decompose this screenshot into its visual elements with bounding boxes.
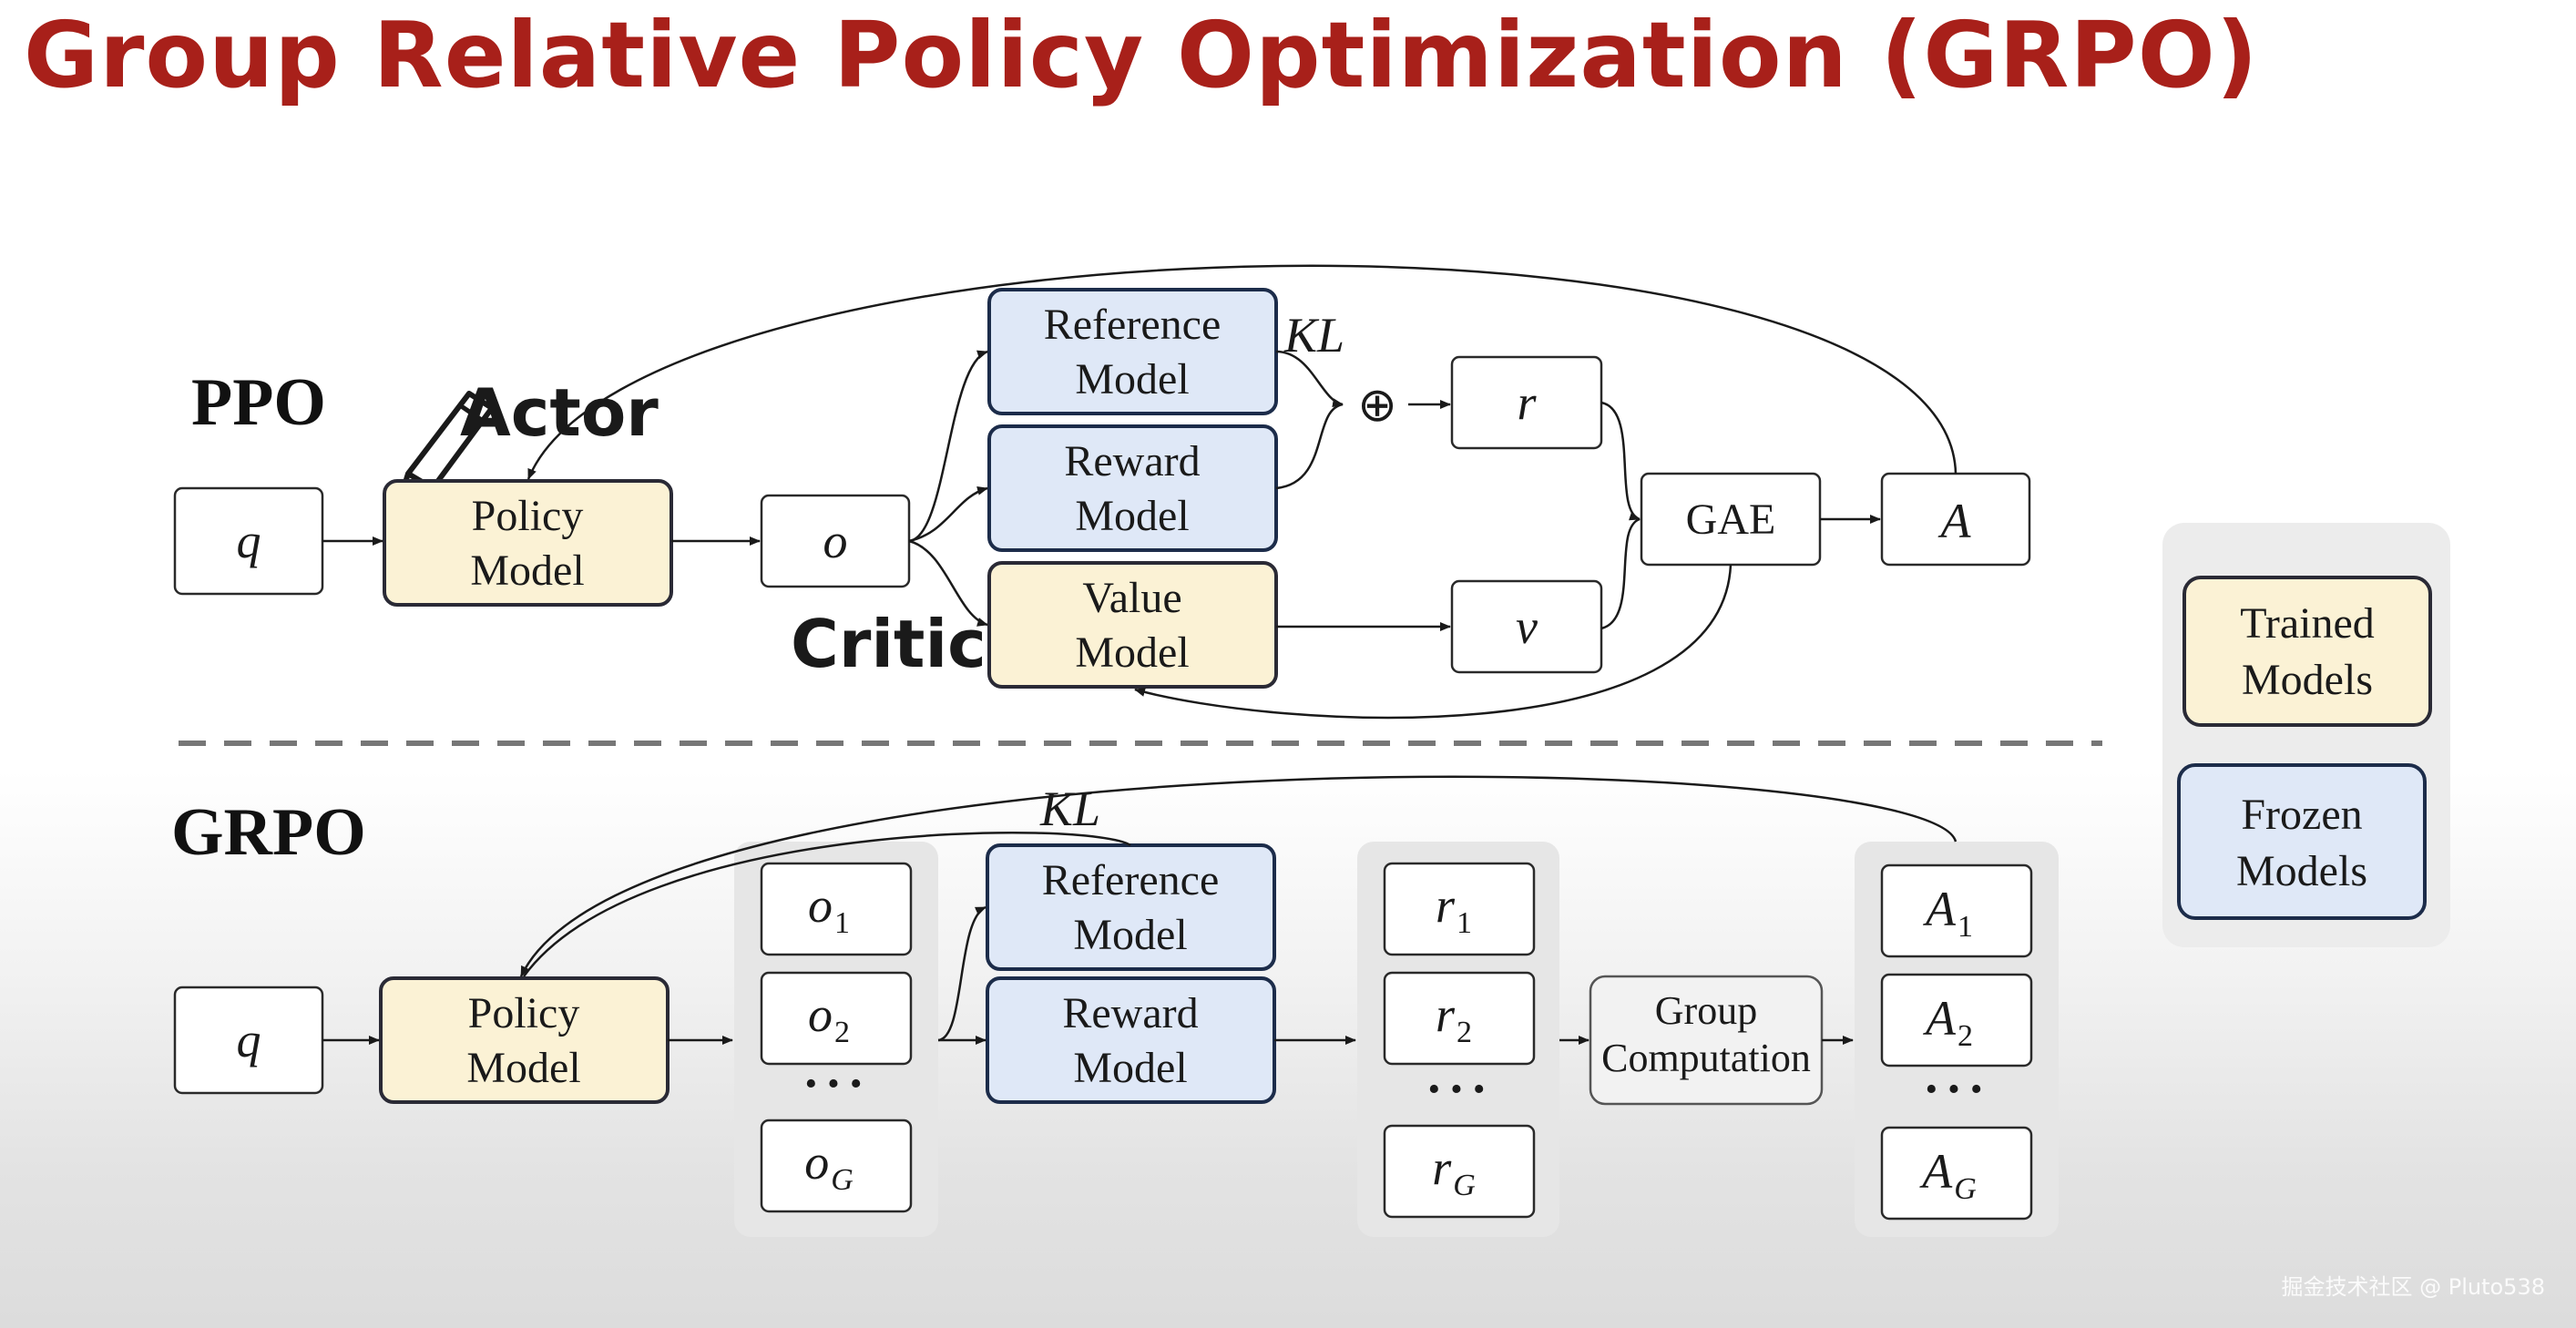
ppo-connectors [322, 264, 1958, 720]
ppo-gae-text: GAE [1686, 495, 1776, 544]
grpo-reward-g-box [1383, 1124, 1536, 1219]
grpo-group-computation-line1: Group [1655, 988, 1757, 1033]
grpo-policy-model-line1: Policy [468, 989, 580, 1037]
grpo-q-text: q [237, 1013, 261, 1068]
ppo-reference-model-line1: Reference [1044, 301, 1222, 349]
ppo-section-label: PPO [191, 365, 326, 440]
legend-frozen-line2: Models [2236, 847, 2367, 895]
grpo-reference-model-line1: Reference [1042, 856, 1220, 904]
grpo-advantage-g-text: AG [1919, 1144, 1977, 1206]
grpo-reward-1-text: r1 [1436, 878, 1472, 940]
ppo-kl-label: KL [1283, 308, 1344, 363]
grpo-policy-model-line2: Model [466, 1044, 580, 1092]
legend-frozen-swatch [2177, 763, 2427, 920]
grpo-output-2-text: o2 [808, 987, 850, 1049]
grpo-reward-g-text: rG [1432, 1140, 1476, 1202]
ppo-o-text: o [823, 514, 848, 568]
critic-label: Critic [791, 606, 986, 682]
grpo-reward-2-text: r2 [1436, 987, 1472, 1049]
grpo-rewards-ellipsis: ··· [1426, 1061, 1493, 1118]
grpo-kl-label: KL [1039, 781, 1100, 836]
ppo-reward-model-line2: Model [1075, 492, 1189, 540]
ppo-policy-model-line2: Model [470, 547, 584, 595]
grpo-advantage-1-text: A1 [1923, 882, 1973, 944]
ppo-value-model-line2: Model [1075, 628, 1189, 677]
grpo-outputs-ellipsis: ··· [802, 1056, 870, 1112]
ppo-value-model-box [987, 561, 1278, 689]
ppo-policy-model-line1: Policy [472, 492, 584, 540]
slide-title: Group Relative Policy Optimization (GRPO… [24, 2, 2259, 108]
grpo-reference-model-line2: Model [1073, 911, 1187, 959]
ppo-reference-model-line2: Model [1075, 355, 1189, 404]
grpo-output-2-box [760, 971, 913, 1066]
ppo-policy-model-box [383, 479, 673, 607]
grpo-advantage-2-text: A2 [1923, 991, 1973, 1053]
grpo-advantage-g-box [1880, 1126, 2033, 1221]
legend-trained-line2: Models [2242, 656, 2373, 704]
grpo-reference-model-box [986, 843, 1276, 971]
grpo-output-1-box [760, 862, 913, 956]
grpo-advantages-ellipsis: ··· [1923, 1061, 1990, 1118]
ppo-plus-icon: ⊕ [1357, 378, 1397, 433]
grpo-reward-2-box [1383, 971, 1536, 1066]
grpo-reward-1-box [1383, 862, 1536, 956]
legend-frozen-line1: Frozen [2241, 791, 2362, 839]
ppo-a-text: A [1938, 494, 1972, 548]
ppo-v-text: v [1516, 599, 1538, 654]
grpo-advantage-2-box [1880, 973, 2033, 1068]
grpo-output-1-text: o1 [808, 878, 850, 940]
grpo-connectors [322, 775, 1958, 1045]
grpo-reward-model-line1: Reward [1062, 989, 1198, 1037]
legend-trained-line1: Trained [2240, 599, 2375, 648]
legend-trained-swatch [2182, 576, 2432, 727]
ppo-v-box [1450, 579, 1603, 674]
ppo-q-text: q [237, 514, 261, 568]
watermark: 掘金技术社区 @ Pluto538 [2281, 1274, 2545, 1300]
ppo-r-text: r [1517, 375, 1537, 430]
grpo-reward-model-line2: Model [1073, 1044, 1187, 1092]
grpo-advantage-1-box [1880, 863, 2033, 958]
grpo-output-g-text: oG [804, 1135, 854, 1197]
grpo-group-computation-line2: Computation [1601, 1036, 1811, 1080]
ppo-value-model-line1: Value [1082, 574, 1181, 622]
grpo-output-g-box [760, 1119, 913, 1213]
ppo-reward-model-line1: Reward [1064, 437, 1200, 485]
grpo-section-label: GRPO [171, 795, 366, 870]
